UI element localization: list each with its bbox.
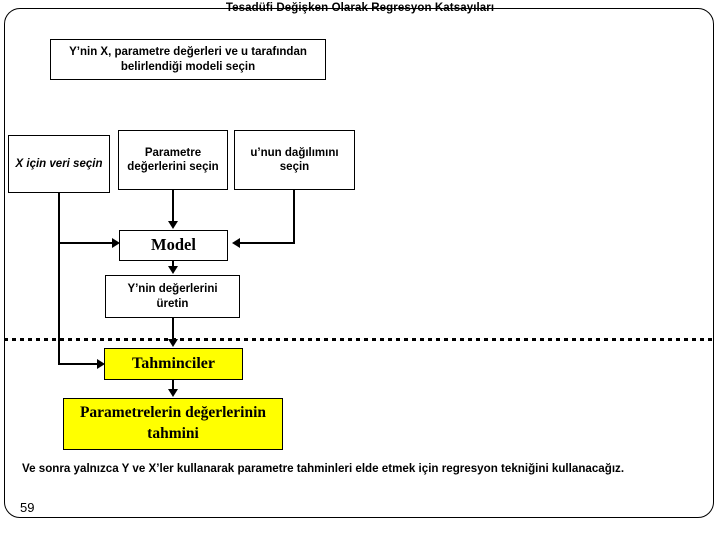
flow-box-choose-param-values[interactable]: Parametre değerlerini seçin	[118, 130, 228, 190]
arrow-u-to-model	[232, 238, 240, 248]
flow-box-generate-y[interactable]: Y’nin değerlerini üretin	[105, 275, 240, 318]
connector-model-to-generate-y	[172, 261, 174, 268]
arrow-model-to-generate-y	[168, 266, 178, 274]
slide-caption: Ve sonra yalnızca Y ve X’ler kullanarak …	[22, 462, 625, 475]
arrow-param-to-model	[168, 221, 178, 229]
flow-box-choose-param-values-label: Parametre değerlerini seçin	[127, 146, 219, 173]
flow-box-parameter-estimates[interactable]: Parametrelerin değerlerinin tahmini	[63, 398, 283, 450]
flow-box-model-spec-label: Y’nin X, parametre değerleri ve u tarafı…	[69, 46, 307, 73]
flow-box-choose-u-distribution[interactable]: u’nun dağılımını seçin	[234, 130, 355, 190]
arrow-x-to-estimators	[97, 359, 105, 369]
flow-box-choose-x-data-label: X için veri seçin	[15, 157, 103, 170]
arrow-generate-y-to-estimators	[168, 339, 178, 347]
connector-generate-y-to-estimators	[172, 318, 174, 341]
page-title: Tesadüfi Değişken Olarak Regresyon Katsa…	[225, 2, 495, 14]
flow-box-model-spec[interactable]: Y’nin X, parametre değerleri ve u tarafı…	[50, 39, 326, 80]
slide-border-frame	[4, 8, 714, 518]
connector-x-vertical	[58, 193, 60, 365]
connector-x-to-model-horizontal	[58, 242, 113, 244]
flow-box-choose-x-data[interactable]: X için veri seçin	[8, 135, 110, 193]
dotted-separator	[4, 338, 716, 341]
arrow-estimators-to-estimates	[168, 389, 178, 397]
flow-box-model-label: Model	[151, 235, 196, 255]
flow-box-estimators[interactable]: Tahminciler	[104, 348, 243, 380]
flow-box-choose-u-distribution-label: u’nun dağılımını seçin	[250, 146, 339, 173]
flow-box-estimators-label: Tahminciler	[132, 355, 215, 373]
flow-box-model[interactable]: Model	[119, 230, 228, 261]
connector-param-to-model-vertical	[172, 190, 174, 222]
flow-box-parameter-estimates-label: Parametrelerin değerlerinin tahmini	[79, 404, 267, 442]
connector-u-to-model-horizontal	[240, 242, 295, 244]
connector-x-to-estimators-horizontal	[58, 363, 98, 365]
connector-estimators-to-estimates	[172, 380, 174, 391]
flow-box-generate-y-label: Y’nin değerlerini üretin	[127, 283, 218, 310]
connector-u-vertical	[293, 190, 295, 244]
page-number: 59	[20, 500, 35, 515]
arrow-x-to-model	[112, 238, 120, 248]
